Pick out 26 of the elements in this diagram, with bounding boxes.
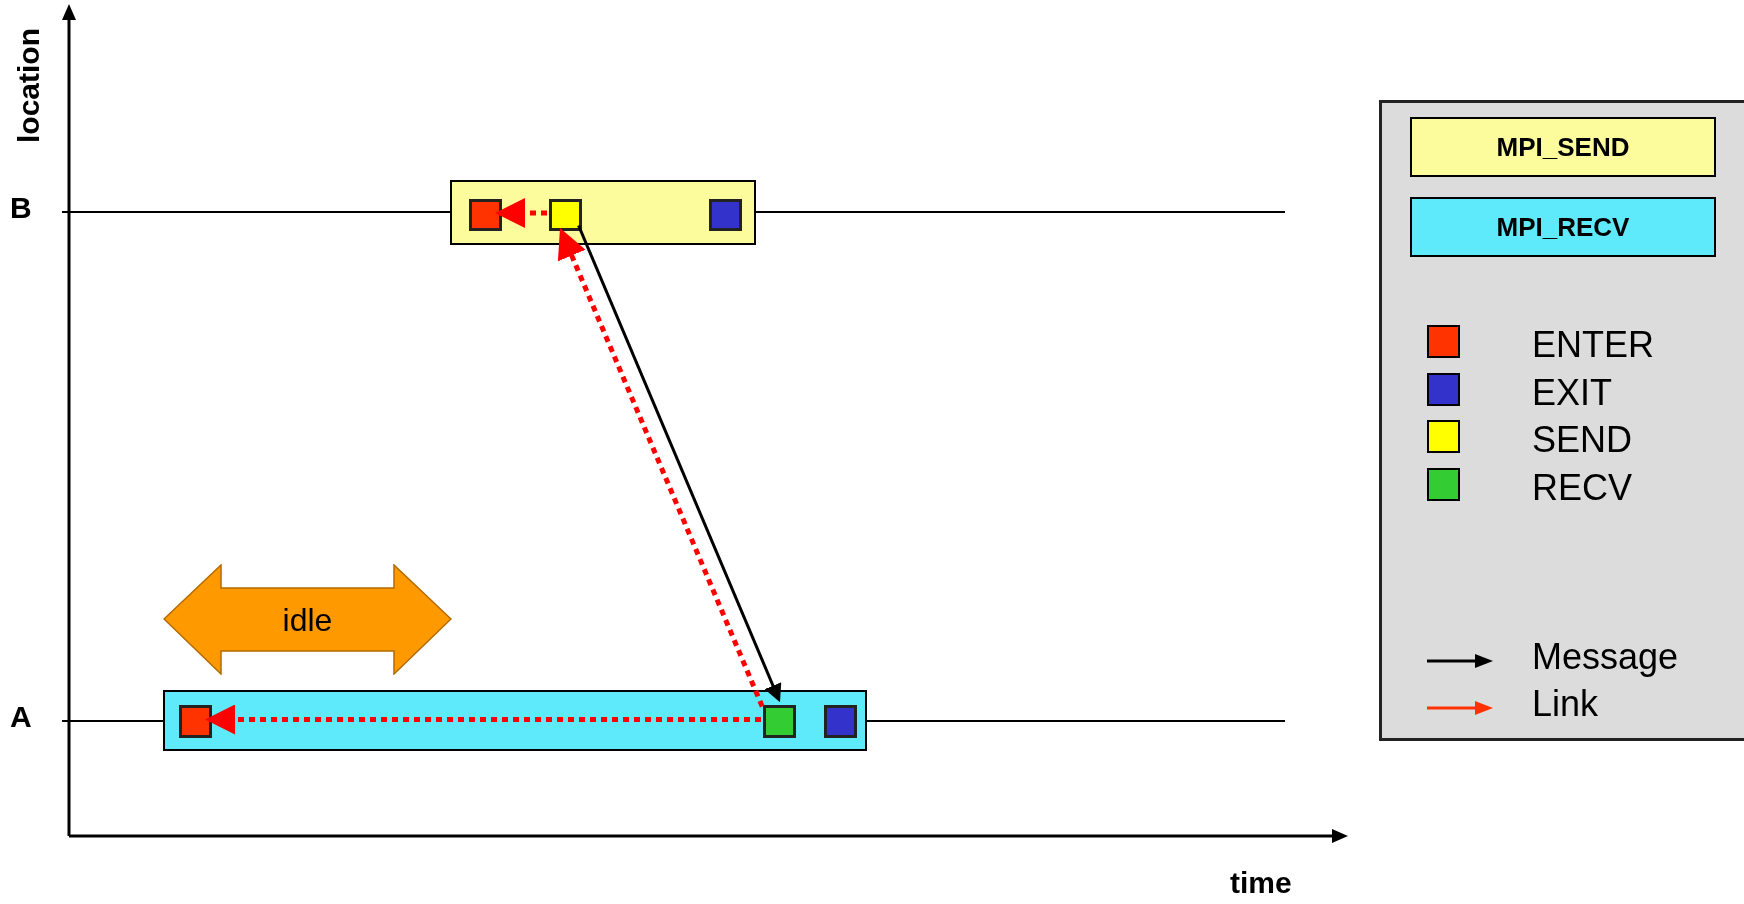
event-marker xyxy=(709,199,742,231)
axis-label: time xyxy=(1230,868,1292,898)
legend-label: RECV xyxy=(1532,470,1633,506)
event-marker xyxy=(824,705,857,738)
event-marker xyxy=(549,199,582,231)
arrow xyxy=(577,224,782,703)
row-label: B xyxy=(10,193,32,223)
function-bar xyxy=(450,180,756,245)
event-marker xyxy=(763,705,796,738)
legend-label: Link xyxy=(1532,686,1599,722)
legend-label: SEND xyxy=(1532,422,1633,458)
idle-label: idle xyxy=(282,601,333,638)
function-bar xyxy=(163,690,867,751)
axis-label: location xyxy=(14,28,44,143)
row-label: A xyxy=(10,702,32,732)
legend-label: MPI_SEND xyxy=(1496,134,1630,160)
event-marker xyxy=(469,199,502,231)
dotted-arrow xyxy=(205,704,761,735)
event-marker xyxy=(179,705,212,738)
dotted-arrow xyxy=(557,227,765,708)
legend-label: EXIT xyxy=(1532,375,1612,411)
dotted-arrow xyxy=(495,198,547,228)
double-arrow xyxy=(163,564,452,675)
legend-label: Message xyxy=(1532,639,1679,675)
legend-label: MPI_RECV xyxy=(1496,214,1630,240)
legend-label: ENTER xyxy=(1532,327,1654,363)
